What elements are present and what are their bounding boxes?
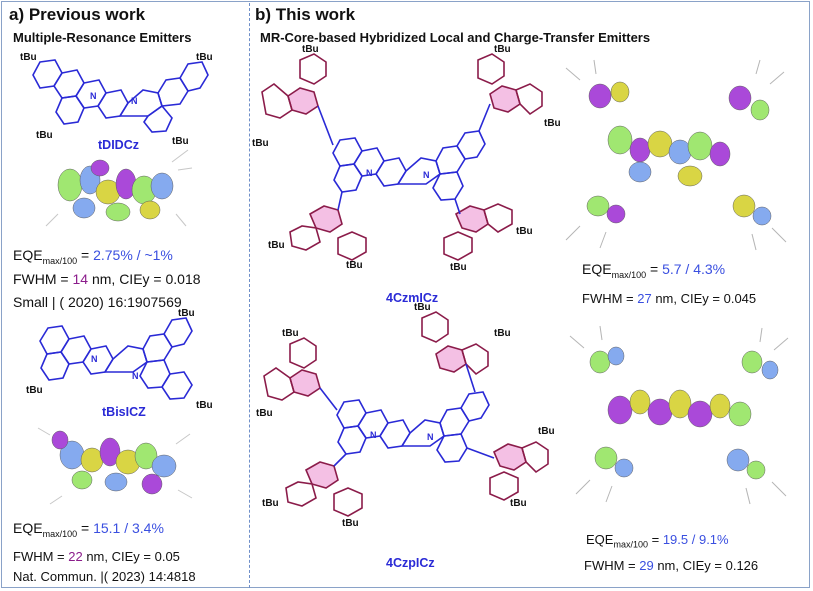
- panel-a-subheading: Multiple-Resonance Emitters: [13, 30, 192, 45]
- svg-text:N: N: [366, 168, 373, 178]
- reference-tbisicz: Nat. Commun. |( 2023) 14:4818: [13, 569, 196, 584]
- panel-divider: [249, 3, 250, 588]
- tbu-label: tBu: [516, 226, 533, 237]
- svg-text:N: N: [131, 96, 138, 106]
- tbu-label: tBu: [342, 518, 359, 529]
- fwhm-tdidcz: FWHM = 14 nm, CIEy = 0.018: [13, 271, 201, 287]
- tbu-label: tBu: [544, 118, 561, 129]
- molecule-name-4czpicz: 4CzpICz: [386, 556, 435, 570]
- tbu-label: tBu: [302, 44, 319, 55]
- eqe-4czmicz: EQEmax/100 = 5.7 / 4.3%: [582, 261, 726, 280]
- tbu-label: tBu: [268, 240, 285, 251]
- eqe-tbisicz: EQEmax/100 = 15.1 / 3.4%: [13, 520, 164, 539]
- svg-text:N: N: [427, 432, 434, 442]
- svg-text:N: N: [370, 430, 377, 440]
- tdidcz-orbital-image: [45, 149, 193, 227]
- tbu-label: tBu: [494, 44, 511, 55]
- tbisicz-structure: N N: [39, 317, 193, 400]
- tbu-label: tBu: [256, 408, 273, 419]
- tbu-label: tBu: [282, 328, 299, 339]
- tbu-label: tBu: [346, 260, 363, 271]
- tbu-label: tBu: [510, 498, 527, 509]
- fwhm-tbisicz: FWHM = 22 nm, CIEy = 0.05: [13, 549, 180, 564]
- tbisicz-orbital-image: [37, 427, 193, 505]
- fwhm-4czpicz: FWHM = 29 nm, CIEy = 0.126: [584, 558, 759, 573]
- tbu-label: tBu: [196, 400, 213, 411]
- svg-text:N: N: [90, 91, 97, 101]
- panel-b-heading: b) This work: [255, 5, 356, 24]
- tbu-label: tBu: [414, 302, 431, 313]
- tbu-label: tBu: [538, 426, 555, 437]
- tbu-label: tBu: [178, 308, 195, 319]
- tbu-label: tBu: [450, 262, 467, 273]
- tbu-label: tBu: [196, 52, 213, 63]
- reference-tdidcz: Small | ( 2020) 16:1907569: [13, 294, 182, 310]
- tdidcz-structure: N N: [32, 59, 209, 133]
- panel-a-heading: a) Previous work: [9, 5, 146, 24]
- svg-text:N: N: [423, 170, 430, 180]
- eqe-tdidcz: EQEmax/100 = 2.75% / ~1%: [13, 247, 173, 266]
- tbu-label: tBu: [26, 385, 43, 396]
- tbu-label: tBu: [262, 498, 279, 509]
- molecule-name-tbisicz: tBisICZ: [102, 405, 146, 419]
- molecule-name-4czmicz: 4CzmICz: [386, 291, 439, 305]
- molecule-name-tdidcz: tDIDCz: [98, 138, 139, 152]
- tbu-label: tBu: [36, 130, 53, 141]
- eqe-4czpicz: EQEmax/100 = 19.5 / 9.1%: [586, 532, 729, 550]
- panel-b-subheading: MR-Core-based Hybridized Local and Charg…: [260, 30, 651, 45]
- tbu-label: tBu: [494, 328, 511, 339]
- fwhm-4czmicz: FWHM = 27 nm, CIEy = 0.045: [582, 291, 757, 306]
- tbu-label: tBu: [20, 52, 37, 63]
- svg-text:N: N: [91, 354, 98, 364]
- tbu-label: tBu: [172, 136, 189, 147]
- tbu-label: tBu: [252, 138, 269, 149]
- svg-text:N: N: [132, 371, 139, 381]
